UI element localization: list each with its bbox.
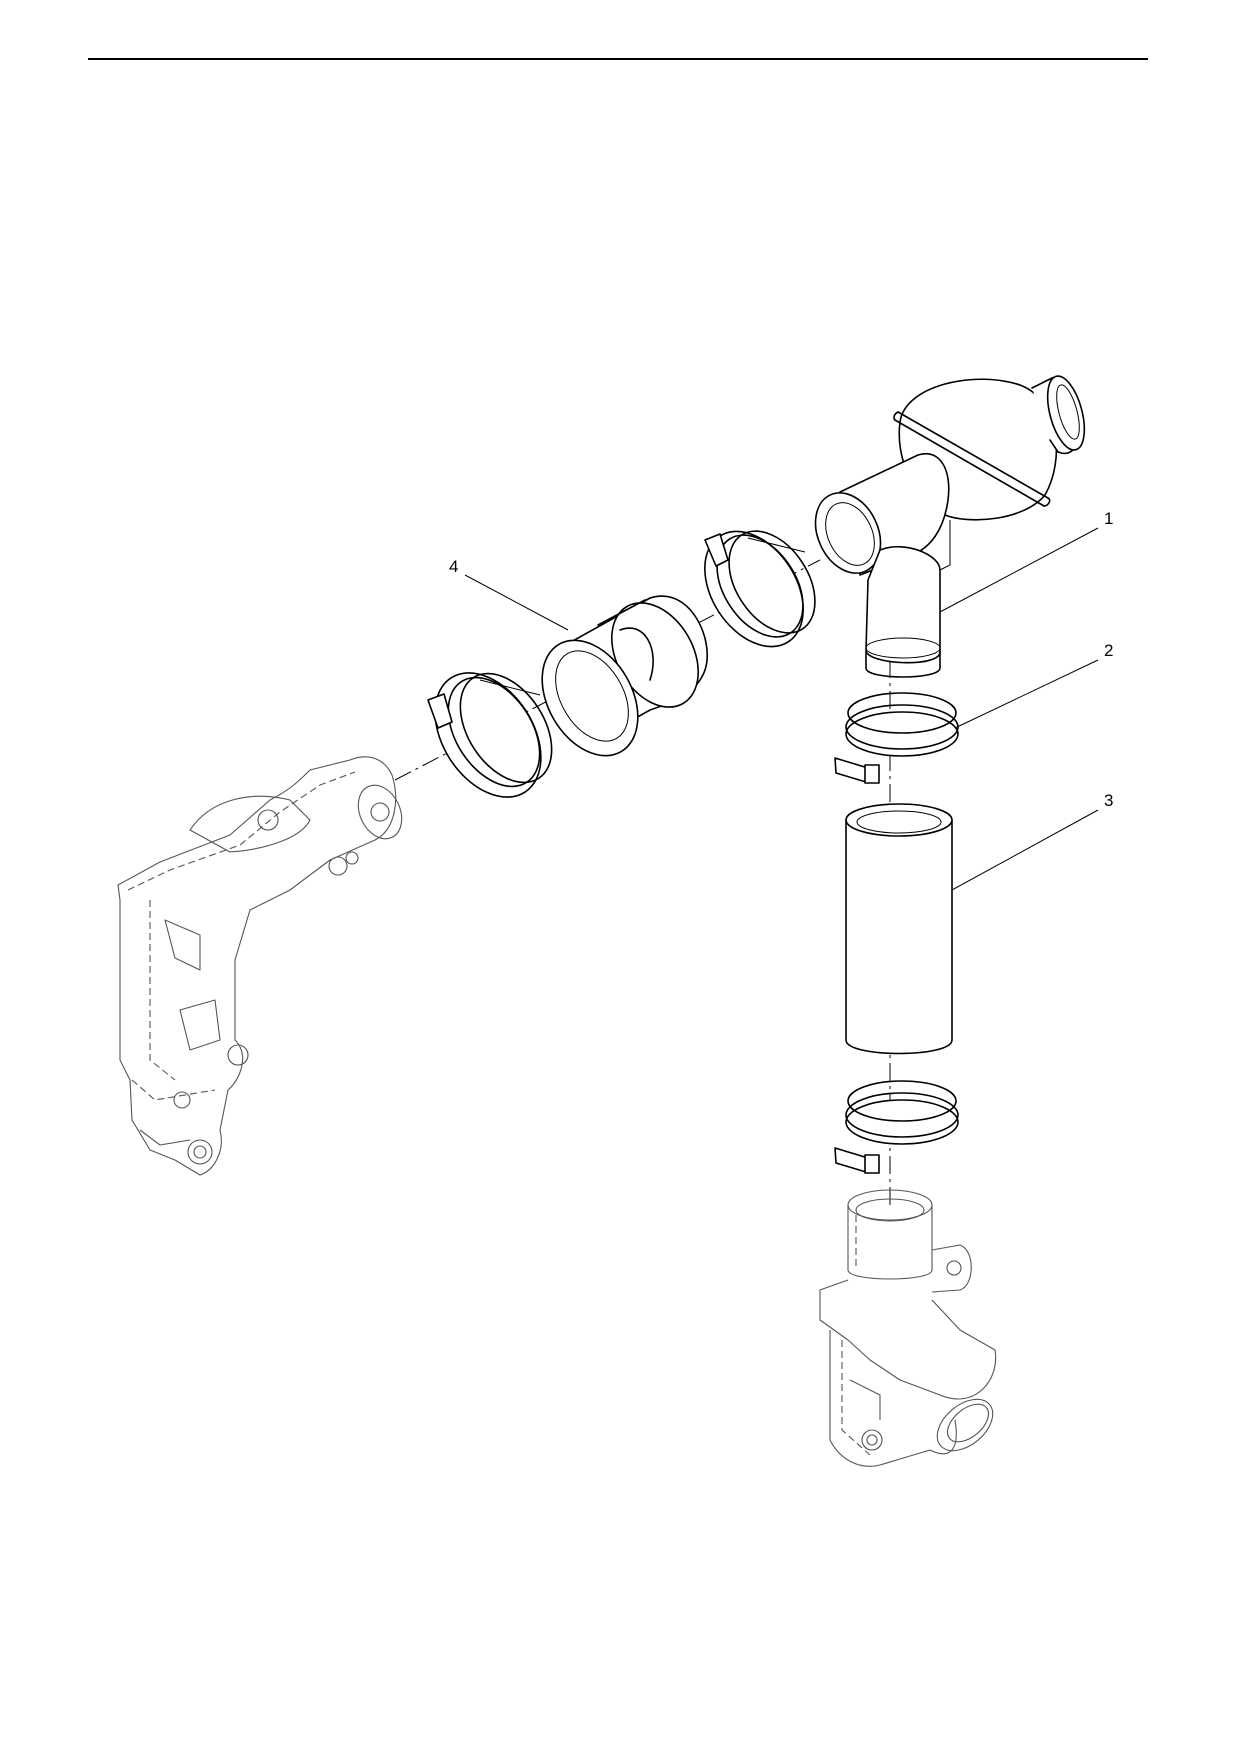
callout-1: 1: [1104, 509, 1113, 528]
hose-clamp-middle: [427, 672, 553, 798]
leader-line-1: [939, 527, 1099, 613]
part-3-straight-hose: [845, 803, 953, 1055]
leader-line-2: [954, 659, 1099, 729]
ghost-engine-manifold: [117, 756, 403, 1176]
leader-lines: [464, 527, 1099, 891]
part-4-hose-connector: [541, 595, 708, 757]
hose-clamp-lower: [834, 1080, 959, 1174]
callout-3: 3: [1104, 791, 1113, 810]
leader-line-4: [464, 574, 569, 631]
part-1-thermostat-housing: [814, 375, 1086, 678]
hose-clamp-upper: [704, 530, 816, 648]
leader-line-3: [951, 809, 1099, 891]
callout-4: 4: [449, 557, 458, 576]
ghost-lower-outlet-housing: [819, 1189, 997, 1467]
callout-2: 2: [1104, 641, 1113, 660]
part-2-hose-clamp: [834, 692, 959, 784]
callout-labels: 1 2 3 4: [449, 509, 1113, 810]
header-rule: [88, 58, 1148, 60]
